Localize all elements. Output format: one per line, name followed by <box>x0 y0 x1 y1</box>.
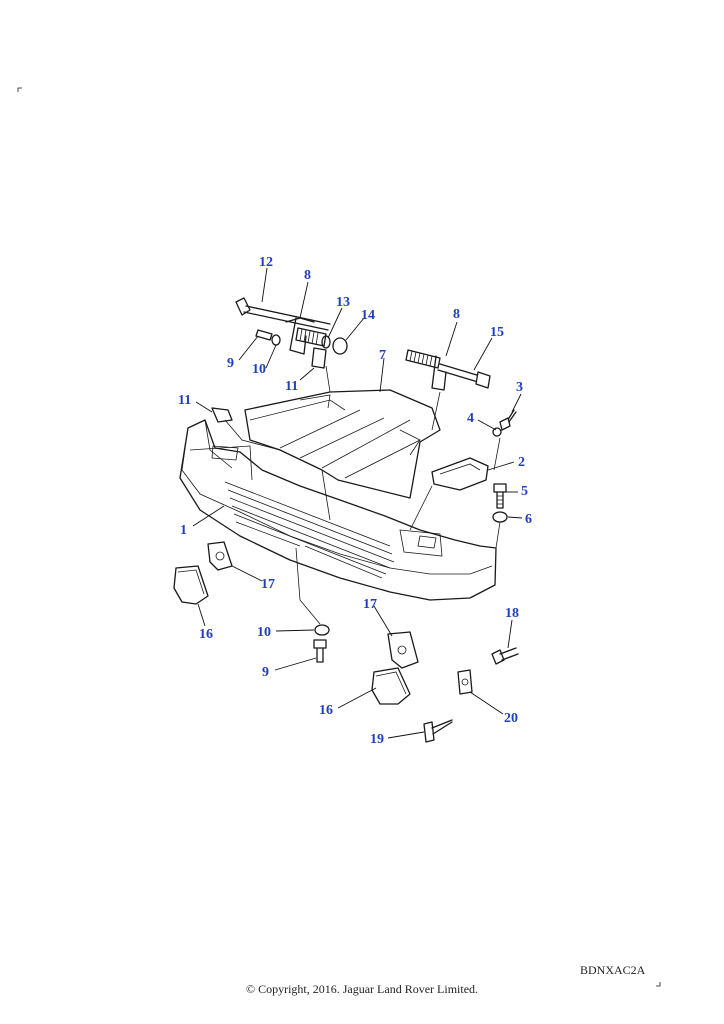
callout-10-top: 10 <box>252 362 266 377</box>
part-bolt-18 <box>491 647 519 665</box>
part-nut-4 <box>492 427 502 437</box>
callout-7: 7 <box>379 348 386 363</box>
part-clip-nut <box>457 669 473 695</box>
part-screw <box>423 719 453 743</box>
part-long-bolt-right <box>437 363 491 389</box>
part-retainer-left <box>207 541 233 571</box>
part-bumper-valance <box>179 419 497 601</box>
crop-mark-top-left <box>17 87 22 92</box>
callout-4: 4 <box>467 411 474 426</box>
callout-5: 5 <box>521 484 528 499</box>
callout-13: 13 <box>336 295 350 310</box>
part-washer-6 <box>492 511 508 523</box>
part-washer-13 <box>321 335 331 349</box>
crop-mark-bottom-right <box>656 982 661 987</box>
part-clip-left <box>211 407 233 423</box>
part-washer-lower <box>314 624 330 636</box>
copyright-notice: © Copyright, 2016. Jaguar Land Rover Lim… <box>245 982 479 996</box>
part-cap-center <box>371 667 411 705</box>
callout-18: 18 <box>505 606 519 621</box>
diagram-reference-code: BDNXAC2A <box>580 963 646 977</box>
callout-17-left: 17 <box>261 577 275 592</box>
callout-14: 14 <box>361 308 375 323</box>
callout-19: 19 <box>370 732 384 747</box>
part-spring-right <box>405 349 441 369</box>
callout-11-center: 11 <box>285 379 298 394</box>
callout-8-left: 8 <box>304 268 311 283</box>
part-bolt-lower <box>313 639 327 663</box>
part-small-bolt-top <box>255 329 281 346</box>
callout-6: 6 <box>525 512 532 527</box>
callouts: 1 2 3 4 5 6 7 8 8 9 9 10 10 11 11 12 13 … <box>178 255 532 747</box>
callout-10-bottom: 10 <box>257 625 271 640</box>
callout-1: 1 <box>180 523 187 538</box>
part-pin <box>499 409 517 431</box>
callout-8-right: 8 <box>453 307 460 322</box>
part-bolt-5 <box>493 483 507 509</box>
part-clip-center <box>311 347 327 369</box>
callout-20: 20 <box>504 711 518 726</box>
callout-11-left: 11 <box>178 393 191 408</box>
callout-9-bottom: 9 <box>262 665 269 680</box>
part-cap-left <box>173 565 209 605</box>
leader-lines <box>192 267 523 739</box>
callout-9-top: 9 <box>227 356 234 371</box>
callout-12: 12 <box>259 255 273 270</box>
part-spring <box>295 327 327 347</box>
part-retainer-center <box>387 631 419 669</box>
part-sleeve <box>332 337 348 355</box>
callout-16-center: 16 <box>319 703 333 718</box>
callout-3: 3 <box>516 380 523 395</box>
callout-16-left: 16 <box>199 627 213 642</box>
part-bracket-right <box>431 355 447 391</box>
callout-17-center: 17 <box>363 597 377 612</box>
part-mounting-plate <box>431 457 489 491</box>
part-long-bolt-left <box>235 297 331 331</box>
callout-2: 2 <box>518 455 525 470</box>
part-undershield <box>244 389 441 499</box>
callout-15: 15 <box>490 325 504 340</box>
